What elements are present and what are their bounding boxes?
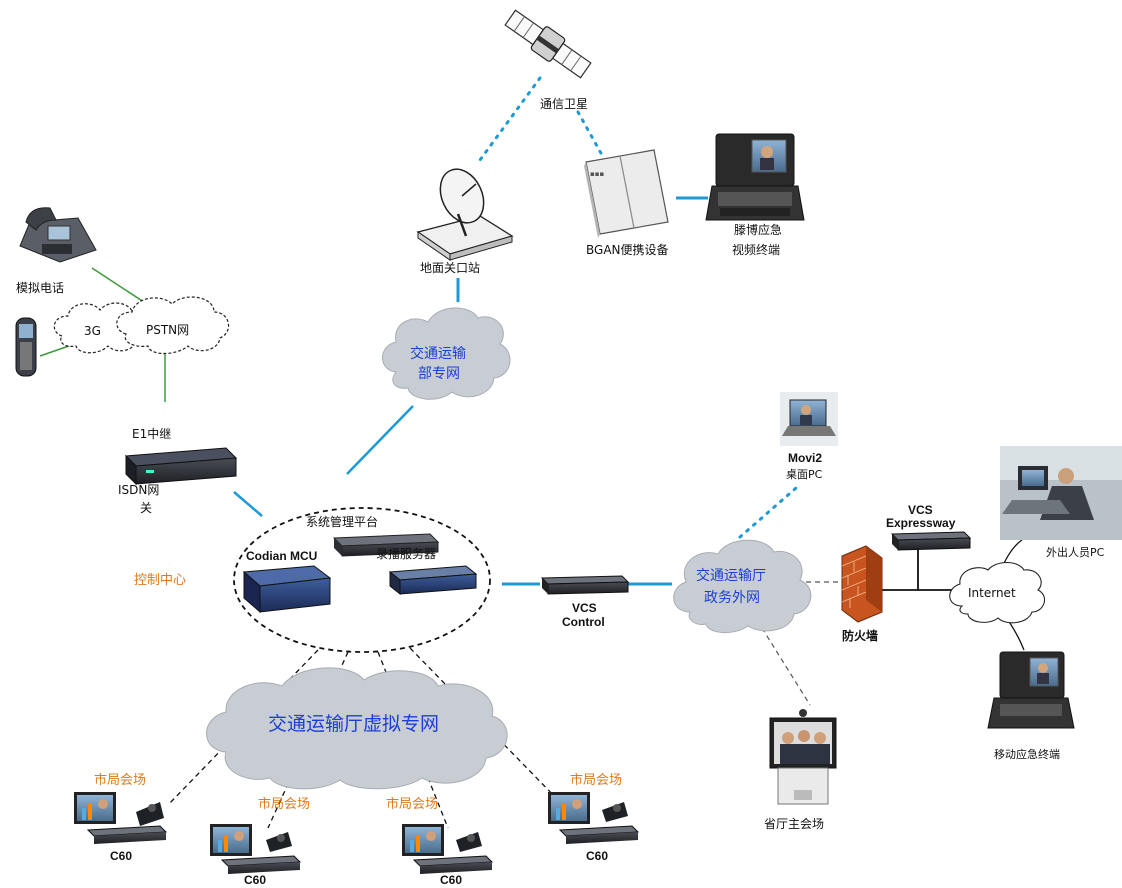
- gov-network-label-2: 政务外网: [704, 590, 760, 606]
- internet-cloud: [949, 561, 1046, 624]
- vcs-control-icon: [540, 575, 630, 595]
- satellite-icon: [504, 9, 592, 79]
- analog-phone-icon: [19, 207, 97, 263]
- link-phone-pstn: [91, 267, 151, 307]
- mobile-phone-icon: [15, 317, 37, 377]
- venue-1-codec-label: C60: [110, 849, 132, 863]
- gov-network-cloud: [673, 539, 812, 633]
- movi2-label-1: Movi2: [788, 451, 822, 465]
- link-ministry-center: [346, 405, 414, 475]
- firewall-icon: [841, 545, 883, 623]
- venue-3-label: 市局会场: [386, 796, 438, 812]
- vpn-cloud-label: 交通运输厅虚拟专网: [268, 713, 439, 735]
- bgan-device-icon: ▪▪▪: [584, 149, 669, 238]
- venue-4-label: 市局会场: [570, 772, 622, 788]
- link-isdn-center: [233, 491, 263, 517]
- emergency-terminal-icon: [705, 133, 805, 221]
- venue-2-label: 市局会场: [258, 796, 310, 812]
- ground-station-icon: [416, 168, 514, 261]
- ministry-network-label-2: 部专网: [418, 366, 460, 382]
- venue-1-label: 市局会场: [94, 772, 146, 788]
- venue-3-codec-icon: [402, 824, 494, 874]
- cloud-pstn-icon: [116, 296, 230, 355]
- ministry-network-cloud: [382, 307, 511, 400]
- link-gov-movi: [738, 486, 798, 539]
- vpn-cloud: [206, 667, 508, 790]
- mgmt-platform-server-icon: [332, 533, 440, 557]
- venue-4-codec-label: C60: [586, 849, 608, 863]
- firewall-label: 防火墙: [842, 628, 878, 643]
- satellite-label: 通信卫星: [540, 97, 588, 111]
- movi2-label-2: 桌面PC: [786, 468, 823, 481]
- emergency-terminal-label-1: 滕博应急: [734, 222, 782, 237]
- isdn-gateway-icon: [124, 447, 238, 486]
- link-gov-hall: [761, 627, 811, 706]
- recording-server-icon: [388, 565, 478, 596]
- codian-mcu-icon: [242, 565, 332, 614]
- gov-network-label-1: 交通运输厅: [696, 567, 766, 584]
- e1-trunk-label: E1中继: [132, 426, 171, 441]
- link-sat-bgan: [576, 110, 604, 157]
- mobile-emergency-terminal-icon: [987, 651, 1075, 729]
- connection-links: [39, 76, 1025, 829]
- internet-label: Internet: [968, 586, 1016, 600]
- isdn-label-2: 关: [140, 501, 152, 515]
- isdn-label-1: ISDN网: [118, 483, 159, 497]
- venue-3-codec-label: C60: [440, 873, 462, 887]
- vcs-control-label-1: VCS: [572, 601, 597, 615]
- mobile-staff-pc-icon: [1000, 446, 1122, 540]
- venue-4: 市局会场 C60: [548, 772, 640, 863]
- mgmt-platform-label: 系统管理平台: [306, 514, 378, 529]
- analog-phone-label: 模拟电话: [16, 281, 64, 295]
- cloud-pstn-label: PSTN网: [146, 323, 189, 337]
- recording-server-label: 录播服务器: [376, 546, 436, 561]
- ministry-network-label-1: 交通运输: [410, 345, 466, 362]
- venue-1: 市局会场 C60: [74, 772, 168, 863]
- emergency-terminal-label-2: 视频终端: [732, 242, 780, 257]
- codian-mcu-label: Codian MCU: [246, 549, 317, 563]
- control-center-label: 控制中心: [134, 573, 186, 588]
- provincial-hall-label: 省厅主会场: [764, 817, 824, 831]
- bgan-label: BGAN便携设备: [586, 242, 669, 257]
- control-center-boundary: [233, 507, 491, 653]
- venue-2-codec-icon: [210, 824, 302, 874]
- link-sat-ground: [478, 76, 542, 162]
- cloud-3g-label: 3G: [84, 324, 101, 338]
- mobile-emergency-terminal-label: 移动应急终端: [994, 747, 1060, 761]
- movi2-pc-icon: [780, 392, 838, 446]
- provincial-hall-icon: [769, 709, 837, 805]
- venue-2: 市局会场 C60: [210, 796, 310, 887]
- vcs-expressway-label-1: VCS: [908, 503, 933, 517]
- vcs-control-label-2: Control: [562, 615, 605, 629]
- venue-2-codec-label: C60: [244, 873, 266, 887]
- ground-station-label: 地面关口站: [420, 261, 480, 275]
- vcs-expressway-label-2: Expressway: [886, 516, 956, 530]
- venue-3: 市局会场 C60: [386, 796, 494, 887]
- venue-4-codec-icon: [548, 792, 640, 844]
- vcs-expressway-icon: [890, 531, 972, 551]
- venue-1-codec-icon: [74, 792, 168, 844]
- svg-text:▪▪▪: ▪▪▪: [590, 170, 604, 178]
- mobile-staff-pc-label: 外出人员PC: [1046, 545, 1105, 559]
